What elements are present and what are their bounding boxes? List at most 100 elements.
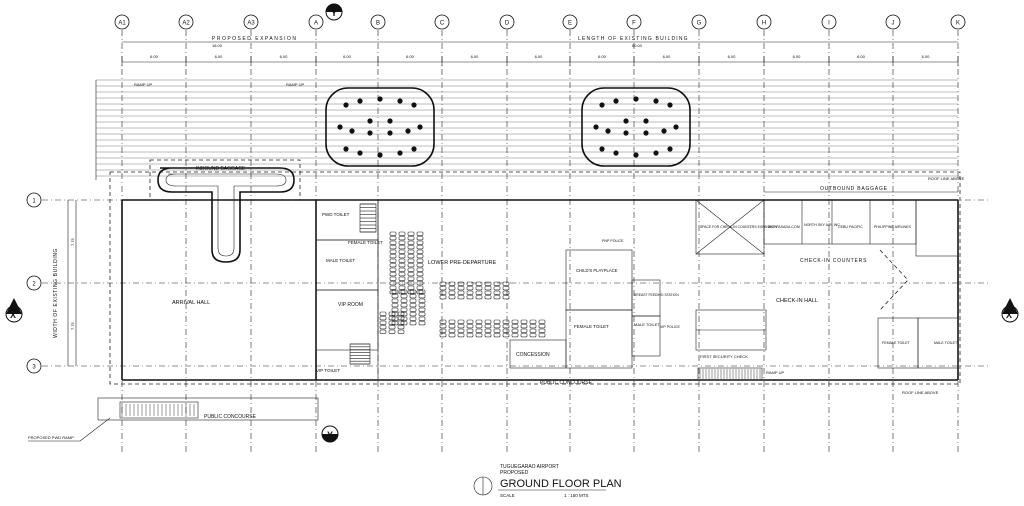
proposed-label: PROPOSED bbox=[500, 470, 529, 476]
checkin-hall-label: CHECK-IN HALL bbox=[776, 298, 818, 304]
grid-spacing-labels: 6.00 6.00 6.00 6.00 6.00 6.00 6.00 6.00 6.00 6.00… bbox=[121, 54, 959, 66]
width-label: WIDTH OF EXISTING BUILDING bbox=[53, 248, 59, 338]
spacing-label: 6.00 bbox=[535, 54, 544, 59]
female-toilet-label-3: FEMALE TOILET bbox=[882, 341, 911, 345]
spacing-label: 6.00 bbox=[343, 54, 352, 59]
childs-playplace-label: CHILD'S PLAYPLACE bbox=[576, 268, 618, 273]
grid-bubble-G bbox=[691, 14, 707, 30]
cebu-label: CEBU PACIFIC bbox=[838, 225, 863, 229]
spacing-label: 6.00 bbox=[857, 54, 866, 59]
svg-text:Y: Y bbox=[327, 430, 333, 440]
dimension-lines: PROPOSED EXPANSION LENGTH OF EXISTING BU… bbox=[122, 36, 958, 63]
spacing-label: 6.00 bbox=[406, 54, 415, 59]
grid-bubble-I bbox=[821, 14, 837, 30]
public-concourse-label: PUBLIC CONCOURSE bbox=[540, 380, 593, 386]
drawing-title: GROUND FLOOR PLAN bbox=[500, 478, 622, 490]
row-label-3: 3 bbox=[32, 365, 36, 371]
spacing-label: 6.00 bbox=[922, 54, 931, 59]
grid-label-E: E bbox=[568, 21, 572, 27]
spacing-label: 6.00 bbox=[215, 54, 224, 59]
arrival-hall-label: ARRIVAL HALL bbox=[172, 300, 210, 306]
spacing-label: 6.00 bbox=[598, 54, 607, 59]
grid-label-A3: A3 bbox=[247, 21, 255, 27]
title-block: TUGUEGARAO AIRPORT PROPOSED GROUND FLOOR… bbox=[473, 464, 622, 498]
planter-right bbox=[581, 87, 691, 167]
northsky-label: NORTH SKY AIR, INC. bbox=[804, 223, 841, 227]
svg-text:ROOF LINE ABOVE: ROOF LINE ABOVE bbox=[902, 390, 939, 395]
svg-text:7.75: 7.75 bbox=[70, 321, 75, 330]
existing-length-label: LENGTH OF EXISTING BUILDING bbox=[578, 36, 689, 42]
skypasada-label: SKY PASADA.COM bbox=[768, 225, 800, 229]
grid-bubble-A1 bbox=[114, 14, 130, 30]
grid-bubble-A3 bbox=[243, 14, 259, 30]
grid-bubble-F bbox=[626, 14, 642, 30]
proposed-expansion-label: PROPOSED EXPANSION bbox=[212, 36, 298, 42]
grid-label-J: J bbox=[892, 21, 895, 27]
pnp-police-label: PNP POLICE bbox=[602, 239, 624, 243]
grid-label-G: G bbox=[697, 21, 702, 27]
vip-toilet-label: VIP TOILET bbox=[316, 368, 340, 373]
proposed-total-dimension: 18.00 bbox=[212, 43, 223, 48]
notes: RAMP UP RAMP UP RAMP UP ROOF LINE ABOVE … bbox=[28, 82, 965, 442]
spacing-label: 6.00 bbox=[728, 54, 737, 59]
row-bubble-3 bbox=[26, 358, 42, 374]
male-toilet-label-3: MALE TOILET bbox=[934, 341, 958, 345]
concession-label: CONCESSION bbox=[516, 352, 550, 358]
male-toilet-label: MALE TOILET bbox=[326, 258, 355, 263]
grid-label-F: F bbox=[632, 21, 636, 27]
room-labels: INBOUND BAGGAGE OUTBOUND BAGGAGE ARRIVAL… bbox=[172, 166, 958, 420]
grid-bubble-C bbox=[434, 14, 450, 30]
section-mark-y-bottom: Y bbox=[321, 425, 339, 443]
svg-text:X: X bbox=[10, 310, 16, 320]
outbound-baggage-label: OUTBOUND BAGGAGE bbox=[820, 186, 888, 192]
spacing-label: 6.00 bbox=[280, 54, 289, 59]
svg-text:RAMP UP: RAMP UP bbox=[134, 82, 152, 87]
spacing-label: 6.00 bbox=[150, 54, 159, 59]
grid-label-H: H bbox=[762, 21, 766, 27]
planter-left bbox=[325, 87, 435, 167]
grid-label-K: K bbox=[956, 21, 960, 27]
existing-total-dimension: 60.00 bbox=[632, 43, 643, 48]
section-mark-x-left: X bbox=[5, 298, 23, 323]
svg-text:RAMP UP: RAMP UP bbox=[766, 370, 784, 375]
grid-bubble-E bbox=[562, 14, 578, 30]
grid-bubble-D bbox=[499, 14, 515, 30]
row-bubble-2 bbox=[26, 275, 42, 291]
breast-feeding-label: BREAST FEEDING STATION bbox=[634, 293, 679, 297]
space-checkin-label: SPACE FOR CHECK-IN COUNTERS EXPANSION bbox=[700, 225, 778, 229]
row-label-1: 1 bbox=[32, 199, 36, 205]
inbound-baggage-carousel bbox=[149, 159, 301, 263]
building-walls bbox=[109, 171, 961, 385]
grid-bubble-K bbox=[950, 14, 966, 30]
scale-label: SCALE bbox=[500, 493, 515, 498]
pwd-ramp bbox=[97, 367, 763, 421]
inbound-baggage-label: INBOUND BAGGAGE bbox=[196, 166, 246, 172]
row-label-2: 2 bbox=[32, 282, 36, 288]
spacing-label: 6.00 bbox=[471, 54, 480, 59]
grid-label-D: D bbox=[505, 21, 510, 27]
pal-label: PHILIPPINE AIRLINES bbox=[874, 225, 912, 229]
grid-label-A1: A1 bbox=[118, 21, 126, 27]
svg-text:PROPOSED PWD RAMP: PROPOSED PWD RAMP bbox=[28, 435, 74, 440]
female-toilet-label-2: FEMALE TOILET bbox=[574, 324, 609, 329]
first-security-label: FIRST SECURITY CHECK bbox=[700, 354, 748, 359]
seating-rows bbox=[379, 231, 546, 338]
svg-text:ROOF LINE ABOVE: ROOF LINE ABOVE bbox=[928, 176, 965, 181]
grid-bubble-A bbox=[308, 14, 324, 30]
spacing-label: 6.00 bbox=[793, 54, 802, 59]
section-mark-y-top: Y bbox=[325, 3, 343, 21]
grid-label-A2: A2 bbox=[182, 21, 190, 27]
grid-bubble-A2 bbox=[178, 14, 194, 30]
canopy-roof-lines bbox=[95, 79, 958, 180]
airport-name: TUGUEGARAO AIRPORT bbox=[500, 464, 559, 470]
svg-text:7.75: 7.75 bbox=[70, 237, 75, 246]
row-bubble-1 bbox=[26, 192, 42, 208]
section-mark-x-right: X bbox=[1001, 298, 1019, 323]
svg-text:X: X bbox=[1006, 310, 1012, 320]
grid-label-A: A bbox=[314, 21, 318, 27]
grid-label-C: C bbox=[440, 21, 445, 27]
width-dimension: WIDTH OF EXISTING BUILDING 7.75 7.75 bbox=[53, 200, 77, 366]
svg-text:RAMP UP: RAMP UP bbox=[286, 82, 304, 87]
